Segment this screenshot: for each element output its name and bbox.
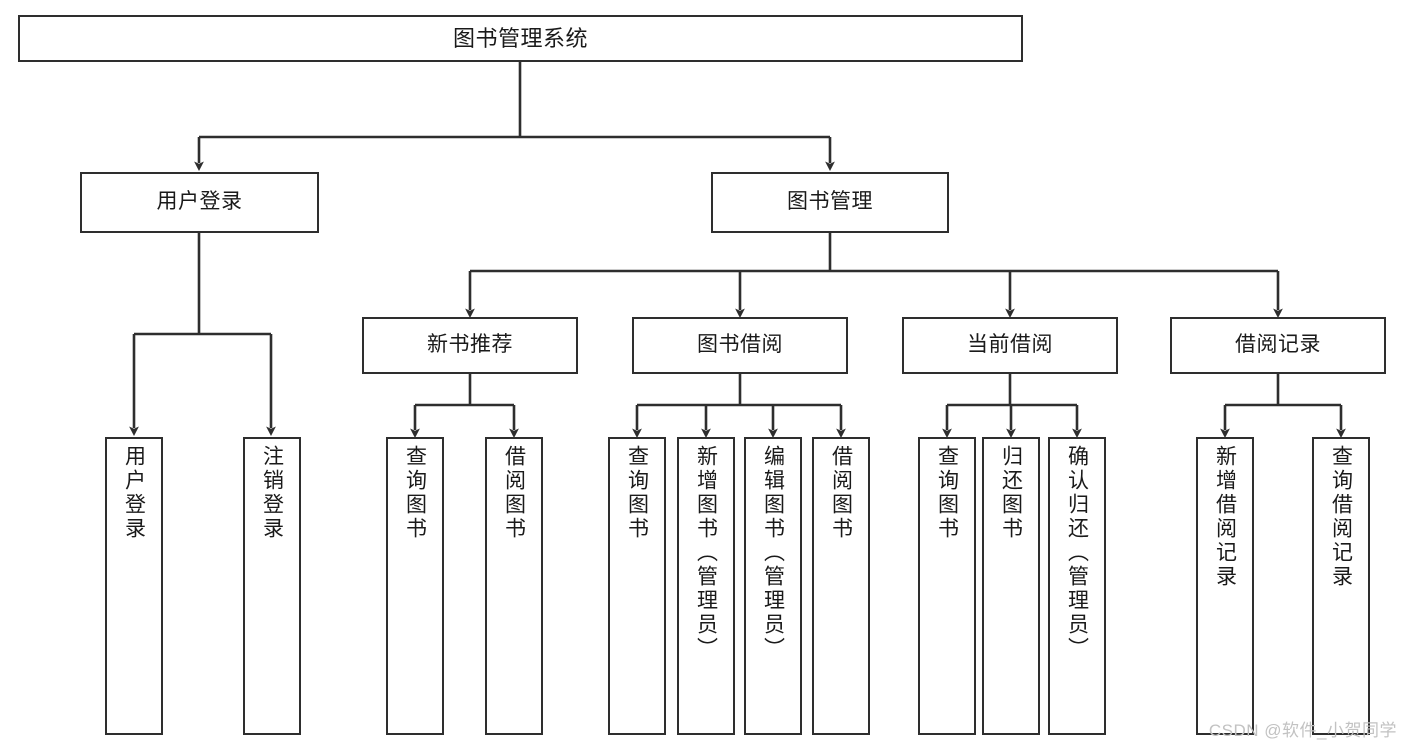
node-book-management[interactable]: 图书管理 [711, 172, 949, 233]
leaf-query-book-new[interactable]: 查询图书 [386, 437, 444, 735]
node-label: 新增借阅记录 [1213, 445, 1237, 589]
node-label: 新增图书（管理员） [694, 445, 718, 661]
node-label: 查询借阅记录 [1329, 445, 1353, 589]
node-label: 借阅图书 [502, 445, 526, 541]
leaf-add-borrow-record[interactable]: 新增借阅记录 [1196, 437, 1254, 735]
leaf-confirm-return-admin[interactable]: 确认归还（管理员） [1048, 437, 1106, 735]
node-label: 图书管理系统 [452, 25, 588, 51]
csdn-watermark: CSDN @软件_小贺同学 [1208, 721, 1397, 740]
leaf-edit-book-admin[interactable]: 编辑图书（管理员） [744, 437, 802, 735]
node-label: 当前借阅 [967, 333, 1053, 357]
node-label: 查询图书 [403, 445, 427, 541]
node-label: 用户登录 [122, 445, 146, 541]
node-label: 注销登录 [260, 445, 284, 541]
node-label: 用户登录 [156, 190, 243, 214]
node-new-book-recommend[interactable]: 新书推荐 [362, 317, 578, 374]
leaf-borrow-book-new[interactable]: 借阅图书 [485, 437, 543, 735]
node-label: 编辑图书（管理员） [761, 445, 785, 661]
node-label: 归还图书 [999, 445, 1023, 541]
node-label: 确认归还（管理员） [1065, 445, 1089, 661]
leaf-query-book-borrow[interactable]: 查询图书 [608, 437, 666, 735]
leaf-query-borrow-record[interactable]: 查询借阅记录 [1312, 437, 1370, 735]
node-root-system[interactable]: 图书管理系统 [18, 15, 1023, 62]
node-label: 图书借阅 [697, 333, 783, 357]
leaf-return-book[interactable]: 归还图书 [982, 437, 1040, 735]
leaf-add-book-admin[interactable]: 新增图书（管理员） [677, 437, 735, 735]
node-label: 借阅记录 [1235, 333, 1321, 357]
node-user-login[interactable]: 用户登录 [80, 172, 319, 233]
node-borrow-records[interactable]: 借阅记录 [1170, 317, 1386, 374]
node-label: 查询图书 [625, 445, 649, 541]
leaf-user-logout[interactable]: 注销登录 [243, 437, 301, 735]
leaf-query-book-current[interactable]: 查询图书 [918, 437, 976, 735]
node-label: 借阅图书 [829, 445, 853, 541]
node-label: 查询图书 [935, 445, 959, 541]
node-book-borrow[interactable]: 图书借阅 [632, 317, 848, 374]
leaf-borrow-book[interactable]: 借阅图书 [812, 437, 870, 735]
node-current-borrow[interactable]: 当前借阅 [902, 317, 1118, 374]
node-label: 图书管理 [787, 190, 873, 214]
node-label: 新书推荐 [427, 333, 513, 357]
leaf-user-login[interactable]: 用户登录 [105, 437, 163, 735]
